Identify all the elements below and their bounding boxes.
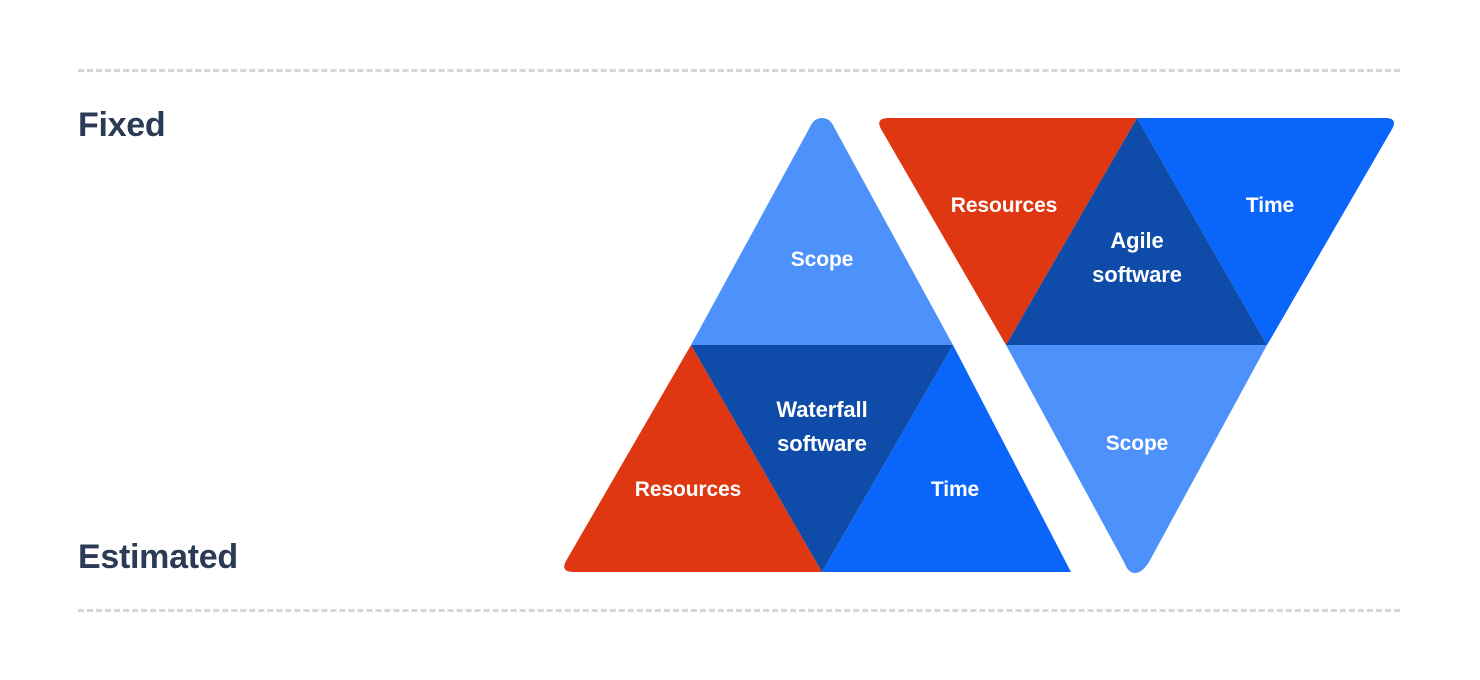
agile-time-label: Time — [1246, 194, 1294, 217]
agile-center-segment[interactable] — [1006, 118, 1267, 345]
agile-center-label-line2: software — [1092, 262, 1182, 287]
waterfall-scope-label: Scope — [791, 248, 854, 271]
agile-resources-label: Resources — [951, 194, 1058, 217]
waterfall-resources-label: Resources — [635, 478, 742, 501]
agile-scope-segment[interactable] — [1006, 345, 1267, 573]
fixed-axis-label: Fixed — [78, 106, 166, 144]
agile-scope-label: Scope — [1106, 432, 1169, 455]
agile-triangle: Resources Time Scope Agile software — [879, 118, 1394, 573]
waterfall-resources-segment[interactable] — [564, 345, 822, 572]
waterfall-center-label-line2: software — [777, 431, 867, 456]
agile-time-segment-fill[interactable] — [1137, 118, 1394, 345]
waterfall-scope-segment[interactable] — [691, 118, 953, 345]
waterfall-center-segment[interactable] — [691, 345, 953, 572]
waterfall-center-label-line1: Waterfall — [776, 397, 867, 422]
waterfall-triangle: Scope Resources Time Waterfall software — [564, 118, 1071, 572]
waterfall-time-label: Time — [931, 478, 979, 501]
estimated-guide-line — [78, 609, 1400, 612]
agile-center-label-line1: Agile — [1110, 228, 1163, 253]
agile-resources-segment[interactable] — [879, 118, 1137, 345]
fixed-guide-line — [78, 69, 1400, 72]
estimated-axis-label: Estimated — [78, 538, 238, 576]
waterfall-time-segment[interactable] — [822, 345, 1071, 572]
